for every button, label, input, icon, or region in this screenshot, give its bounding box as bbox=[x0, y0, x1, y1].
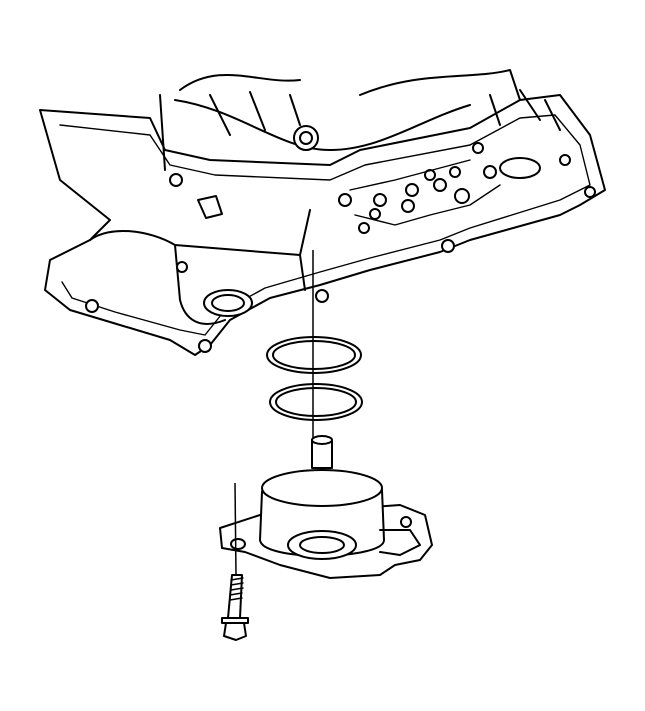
bolt-threads bbox=[229, 577, 244, 601]
case-flange-inner bbox=[59, 114, 591, 336]
bolt-flange bbox=[221, 617, 249, 624]
bolt-guide-line bbox=[234, 482, 237, 576]
case-bore-right bbox=[499, 157, 541, 179]
case-upper-housing bbox=[159, 69, 521, 171]
filter-assembly bbox=[219, 435, 433, 579]
case-passages bbox=[349, 159, 501, 234]
case-bolt-holes bbox=[85, 142, 596, 353]
filter-outlet bbox=[287, 530, 357, 560]
seal-ring-lower bbox=[269, 383, 363, 421]
case-pad bbox=[197, 195, 223, 219]
filter-housing-top bbox=[261, 469, 383, 507]
seal-ring-lower-inner bbox=[275, 387, 357, 417]
case-tube-bore bbox=[299, 131, 313, 145]
case-tube-boss bbox=[293, 125, 319, 151]
bolt-head bbox=[223, 622, 247, 641]
seal-ring-upper bbox=[266, 336, 362, 374]
case-flange bbox=[39, 94, 606, 356]
filter-stem-tip bbox=[311, 435, 333, 445]
case-bore-left bbox=[203, 289, 253, 317]
filter-outlet-inner bbox=[299, 536, 345, 554]
transmission-case bbox=[39, 69, 606, 356]
filter-side-tab bbox=[379, 529, 421, 556]
retaining-bolt bbox=[221, 574, 249, 641]
seal-ring-upper-inner bbox=[272, 340, 356, 370]
seal-rings bbox=[266, 336, 363, 421]
bolt-shank bbox=[227, 574, 243, 619]
filter-bolt-hole bbox=[230, 538, 246, 550]
filter-tab-hole bbox=[400, 516, 412, 528]
case-bore-left-inner bbox=[211, 294, 245, 312]
case-ribs bbox=[209, 89, 561, 136]
case-lower-housing bbox=[89, 209, 311, 325]
